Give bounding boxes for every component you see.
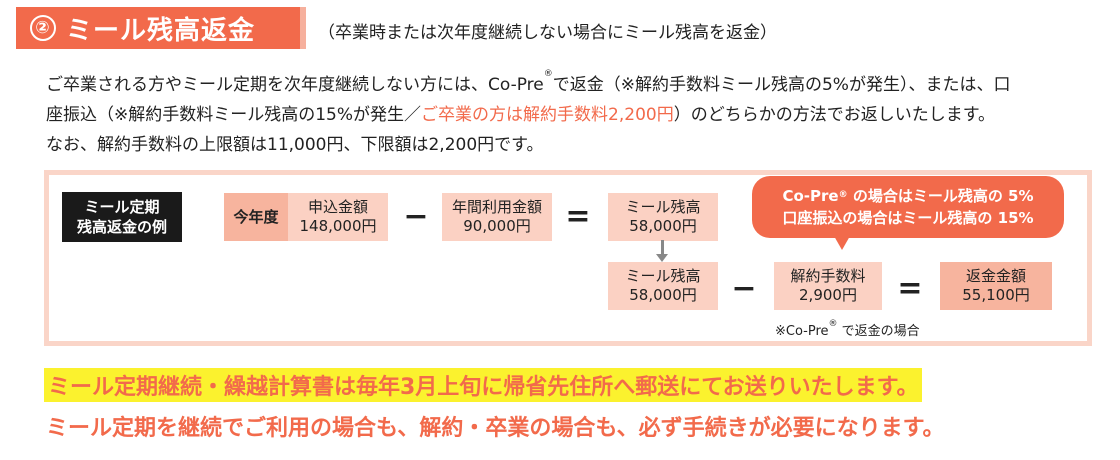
section-title: ② ミール残高返金 xyxy=(16,7,306,49)
annual-usage-box: 年間利用金額 90,000円 xyxy=(442,193,552,241)
example-label: ミール定期 残高返金の例 xyxy=(62,192,182,242)
registered-mark: ® xyxy=(543,69,553,79)
paragraph-line-2: 座振込（※解約手数料ミール残高の15%が発生／ご卒業の方は解約手数料2,200円… xyxy=(46,105,996,125)
application-amount-box: 申込金額 148,000円 xyxy=(288,193,388,241)
equals-operator: = xyxy=(565,199,591,234)
paragraph-line-3: なお、解約手数料の上限額は11,000円、下限額は2,200円です。 xyxy=(46,135,544,155)
footnote: ※Co-Pre® で返金の場合 xyxy=(775,319,920,339)
section-title-text: ミール残高返金 xyxy=(66,15,256,46)
cancellation-fee-box: 解約手数料 2,900円 xyxy=(774,262,882,310)
graduate-fee-highlight: ご卒業の方は解約手数料2,200円 xyxy=(421,105,674,125)
mailing-notice: ミール定期継続・繰越計算書は毎年3月上旬に帰省先住所へ郵送にてお送りいたします。 xyxy=(44,368,923,402)
this-year-box: 今年度 xyxy=(224,193,288,241)
refund-amount-box: 返金金額 55,100円 xyxy=(940,262,1052,310)
down-arrow-head-icon xyxy=(656,254,668,262)
fee-rate-bubble: Co-Pre® の場合はミール残高の 5% 口座振込の場合はミール残高の 15% xyxy=(752,176,1064,238)
paragraph-line-1: ご卒業される方やミール定期を次年度継続しない方には、Co-Pre®で返金（※解約… xyxy=(46,69,1011,95)
bubble-tail xyxy=(834,236,850,250)
meal-balance-box-top: ミール残高 58,000円 xyxy=(608,193,718,241)
equals-operator-2: = xyxy=(897,271,923,306)
down-arrow-icon xyxy=(661,240,664,256)
minus-operator-2: − xyxy=(731,271,757,306)
section-subtitle: （卒業時または次年度継続しない場合にミール残高を返金） xyxy=(318,23,777,43)
section-number: ② xyxy=(30,15,56,41)
meal-balance-box-bottom: ミール残高 58,000円 xyxy=(608,262,718,310)
minus-operator: − xyxy=(403,199,429,234)
procedure-warning: ミール定期を継続でご利用の場合も、解約・卒業の場合も、必ず手続きが必要になります… xyxy=(46,416,945,441)
